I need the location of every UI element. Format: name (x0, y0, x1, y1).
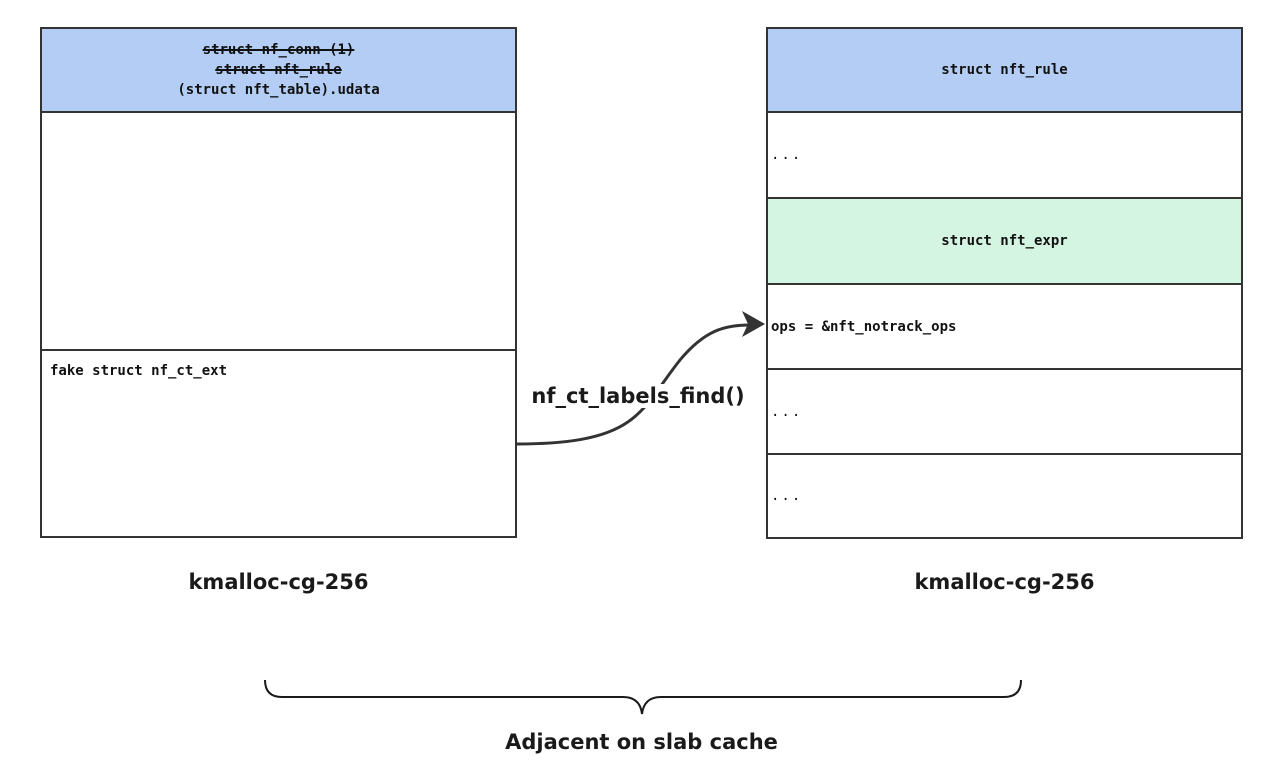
ellipsis-1: ... (771, 147, 803, 163)
left-header-line-3: (struct nft_table).udata (177, 82, 380, 98)
arrow-head-icon (742, 311, 765, 337)
left-cache-label: kmalloc-cg-256 (188, 570, 369, 594)
arrow-label: nf_ct_labels_find() (520, 384, 756, 408)
ellipsis-3: ... (771, 488, 803, 504)
pointer-arrow (516, 323, 751, 446)
ops-cell: ops = &nft_notrack_ops (766, 283, 1243, 370)
fake-nf-ct-ext-cell: fake struct nf_ct_ext (40, 349, 517, 538)
fake-nf-ct-ext-label: fake struct nf_ct_ext (50, 363, 228, 379)
left-empty-cell (40, 111, 517, 351)
right-header-label: struct nft_rule (941, 62, 1068, 78)
right-row-6: ... (766, 453, 1243, 539)
right-cache-label: kmalloc-cg-256 (914, 570, 1095, 594)
right-header-cell: struct nft_rule (766, 27, 1243, 113)
right-row-5: ... (766, 368, 1243, 455)
left-header-line-2: struct nft_rule (215, 62, 342, 78)
left-header-cell: struct nf_conn (1) struct nft_rule (stru… (40, 27, 517, 113)
curly-brace (264, 679, 1022, 715)
brace-label: Adjacent on slab cache (505, 730, 778, 754)
left-header-line-1: struct nf_conn (1) (202, 42, 355, 58)
nft-expr-label: struct nft_expr (941, 233, 1068, 249)
ellipsis-2: ... (771, 403, 803, 420)
ops-label: ops = &nft_notrack_ops (771, 318, 957, 335)
nft-expr-cell: struct nft_expr (766, 197, 1243, 285)
